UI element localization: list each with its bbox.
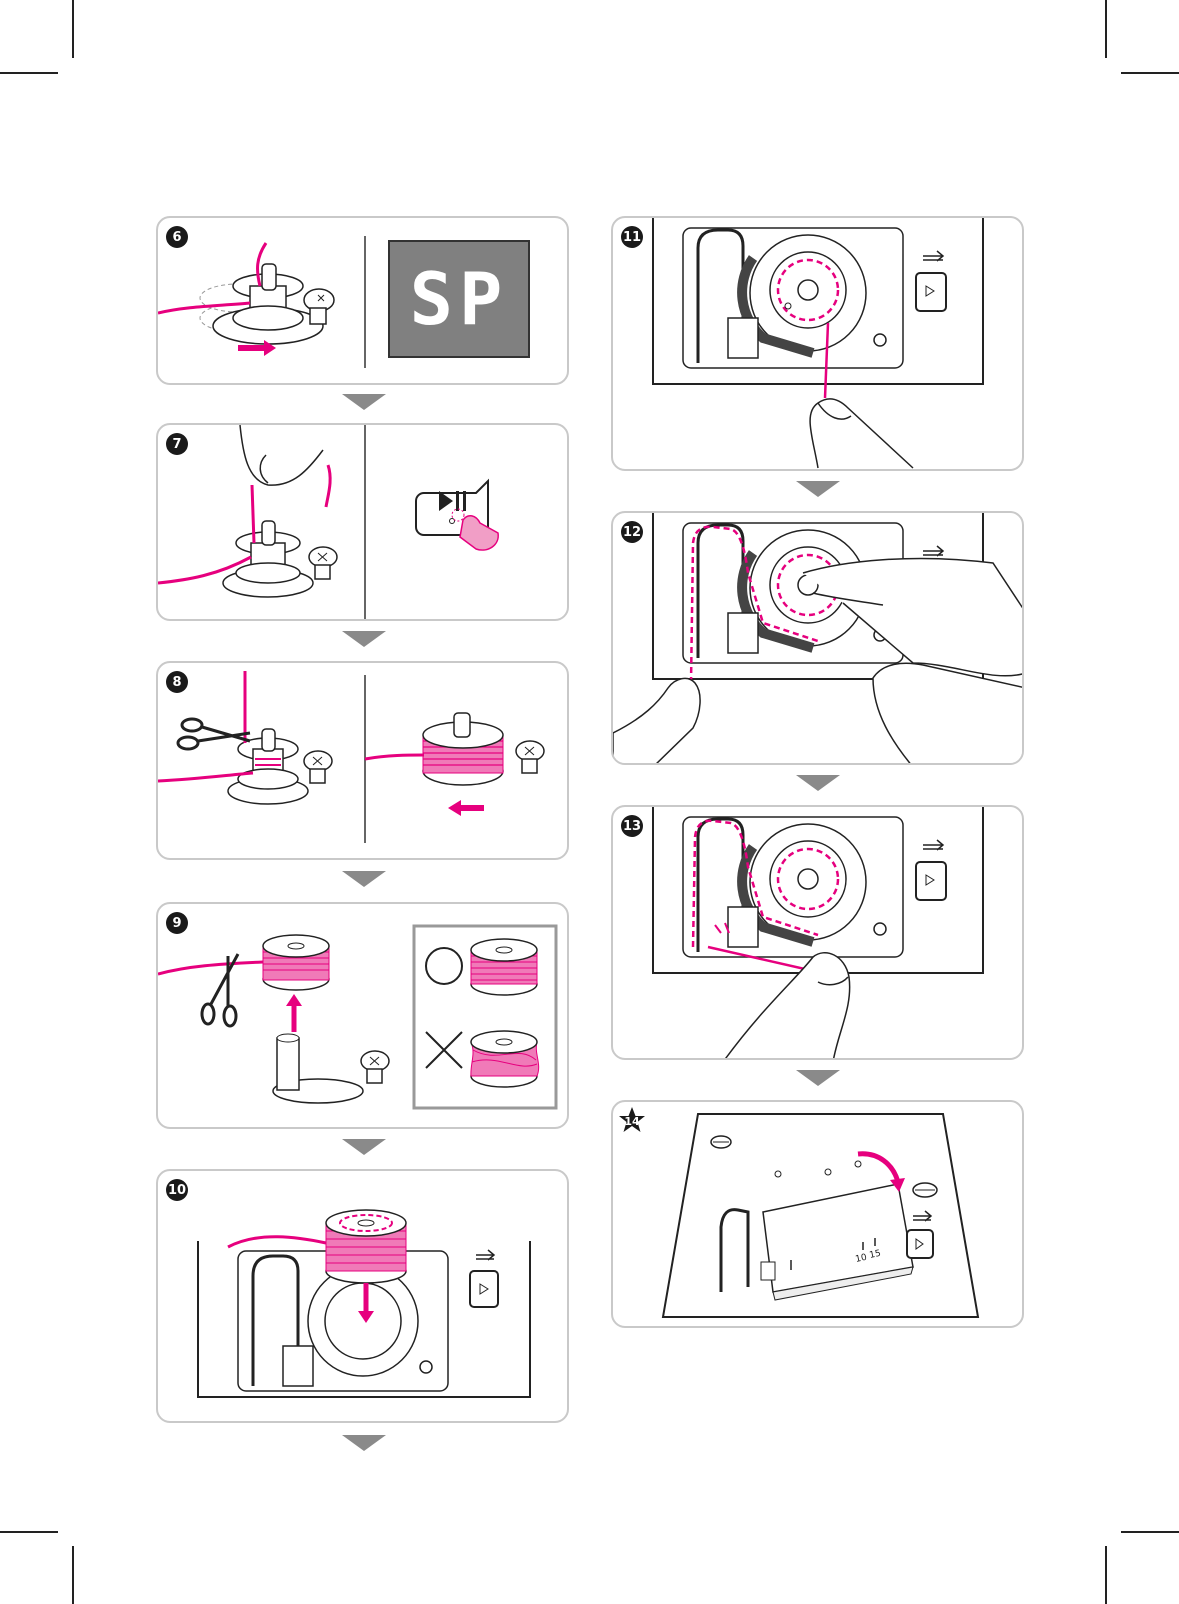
- crop-mark: [0, 72, 58, 74]
- crop-mark: [1121, 1531, 1179, 1533]
- step-number: 12: [621, 521, 643, 543]
- crop-mark: [72, 1546, 74, 1604]
- crop-mark: [1121, 72, 1179, 74]
- step-arrow: [342, 1435, 386, 1451]
- remove-bobbin-illustration: [158, 904, 569, 1129]
- crop-mark: [1105, 0, 1107, 58]
- close-cover-plate-illustration: 10 15: [613, 1102, 1024, 1328]
- step-number: 8: [166, 671, 188, 693]
- insert-bobbin-illustration: [158, 1171, 569, 1423]
- step-8-panel: 8: [156, 661, 569, 860]
- step-12-panel: 12: [611, 511, 1024, 765]
- step-number: 10: [166, 1179, 188, 1201]
- step-arrow: [796, 775, 840, 791]
- start-winding-illustration: [158, 425, 569, 621]
- step-arrow: [796, 481, 840, 497]
- step-11-panel: 11: [611, 216, 1024, 471]
- step-7-panel: 7: [156, 423, 569, 621]
- step-number: 11: [621, 226, 643, 248]
- cut-thread-illustration: [158, 663, 569, 860]
- lcd-display: SP: [388, 240, 530, 358]
- crop-mark: [72, 0, 74, 58]
- step-arrow: [796, 1070, 840, 1086]
- step-number-star: 14: [617, 1106, 647, 1136]
- scissors-icon: [178, 719, 250, 749]
- step-number: 13: [621, 815, 643, 837]
- guide-thread-illustration: [613, 513, 1024, 765]
- step-9-panel: 9: [156, 902, 569, 1129]
- crop-mark: [0, 1531, 58, 1533]
- step-13-panel: 13: [611, 805, 1024, 1060]
- step-6-panel: 6 SP: [156, 216, 569, 385]
- step-arrow: [342, 394, 386, 410]
- step-arrow: [342, 1139, 386, 1155]
- step-arrow: [342, 871, 386, 887]
- step-number: 7: [166, 433, 188, 455]
- step-14-panel: 14 10 15: [611, 1100, 1024, 1328]
- step-number: 9: [166, 912, 188, 934]
- step-number: 6: [166, 226, 188, 248]
- crop-mark: [1105, 1546, 1107, 1604]
- pull-thread-illustration: [613, 807, 1024, 1060]
- step-10-panel: 10: [156, 1169, 569, 1423]
- thread-bobbin-case-illustration: [613, 218, 1024, 471]
- step-arrow: [342, 631, 386, 647]
